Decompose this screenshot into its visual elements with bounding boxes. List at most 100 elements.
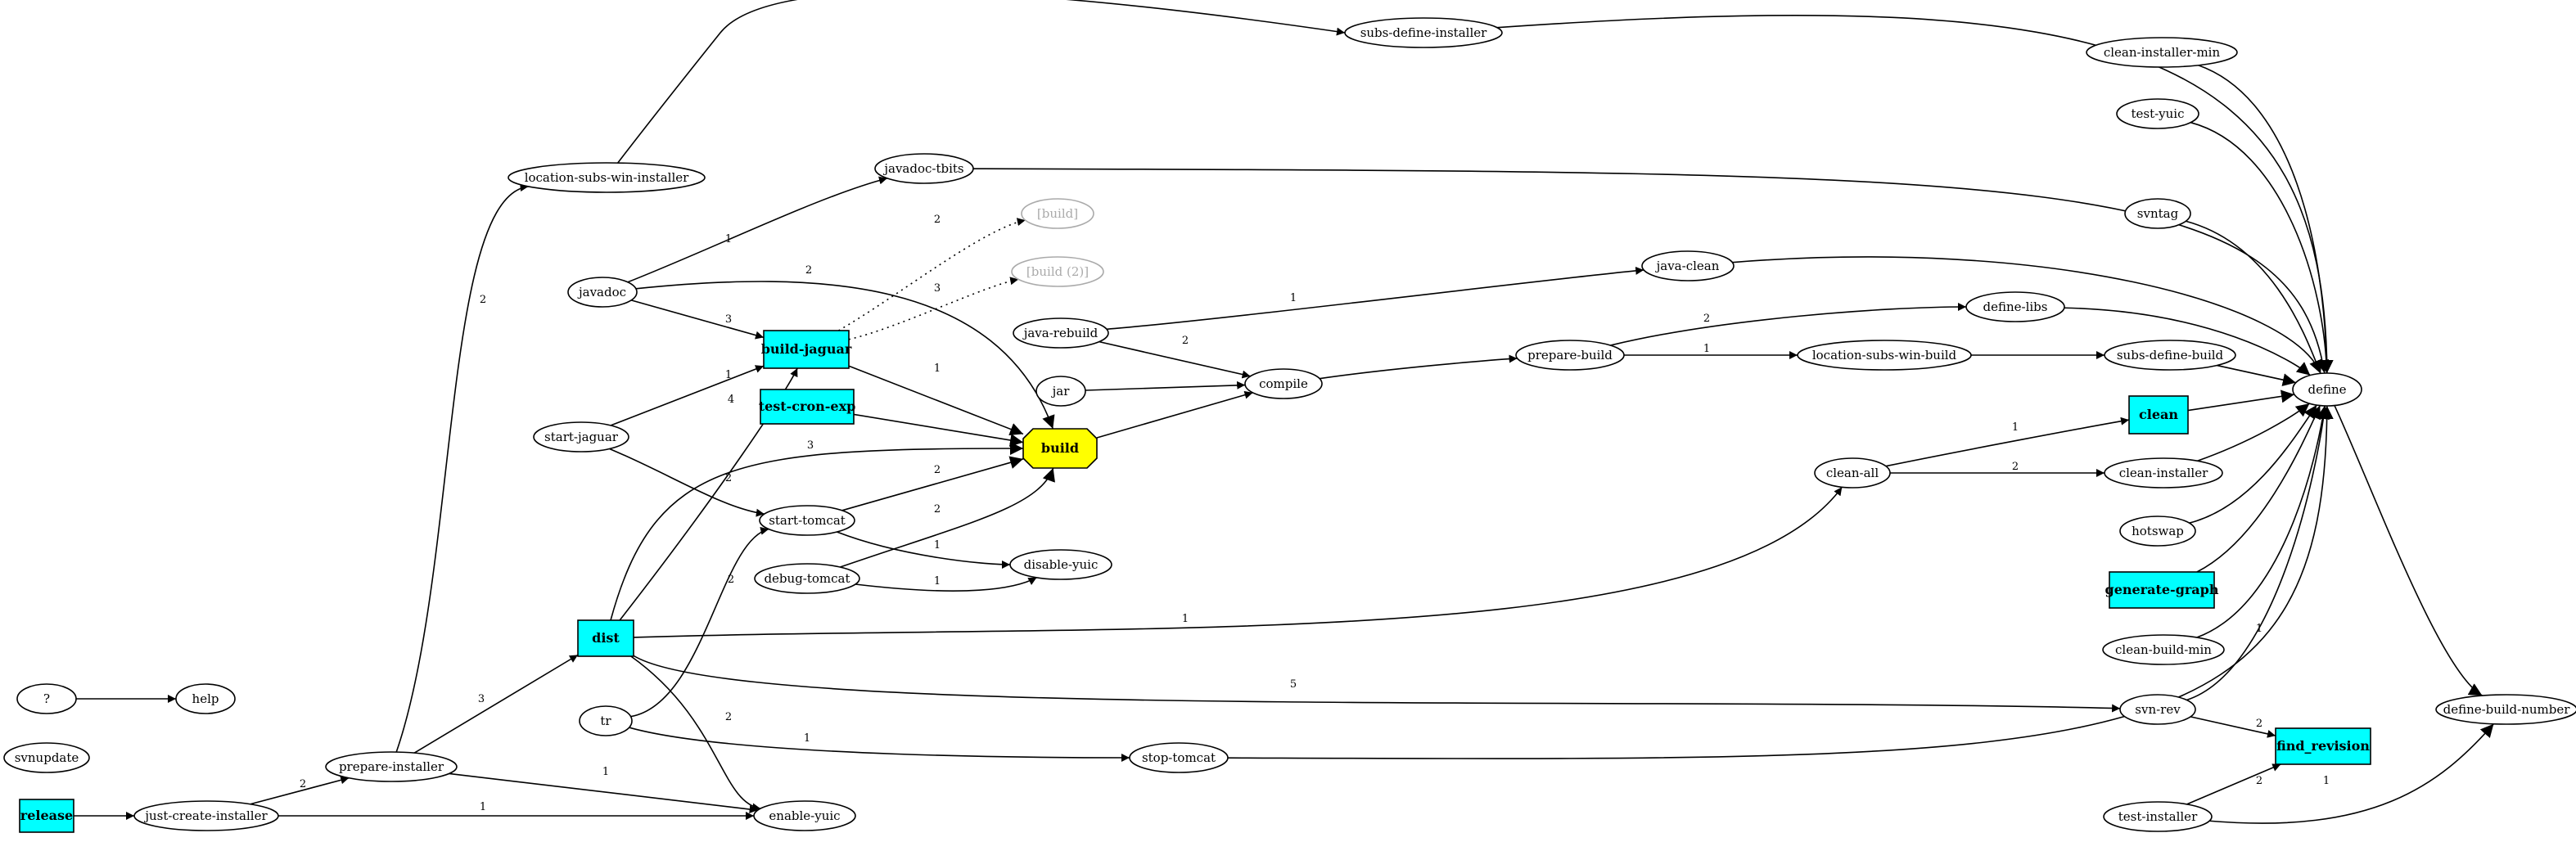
edge-debug-tomcat-to-disable-yuic [855, 577, 1037, 592]
node-label-build1: [build] [1037, 206, 1078, 221]
node-label-just-create-installer: just-create-installer [143, 808, 268, 823]
node-generate-graph: generate-graph [2105, 571, 2219, 609]
node-label-svntag: svntag [2137, 206, 2179, 221]
edge-label-debug-tomcat-to-build: 2 [934, 503, 941, 516]
node-shape-help [175, 683, 236, 714]
node-label-java-rebuild: java-rebuild [1022, 326, 1099, 340]
node-label-hotswap: hotswap [2132, 524, 2184, 538]
node-shape-start-tomcat [759, 505, 855, 536]
edge-build-to-compile [1096, 390, 1253, 439]
edge-clean-all-to-clean [1885, 416, 2130, 467]
node-shape-svntag [2124, 198, 2191, 229]
edge-label-prepare-installer-to-location-subs-win-installer: 2 [480, 294, 486, 306]
node-shape-clean-all [1814, 457, 1891, 489]
edge-clean-build-min-to-define [2196, 405, 2330, 638]
node-dist: dist [577, 619, 634, 657]
node-label-define: define [2308, 382, 2346, 397]
edge-start-tomcat-to-build [841, 456, 1024, 511]
node-shape-enable-yuic [753, 800, 856, 831]
node-subs-define-installer: subs-define-installer [1344, 17, 1503, 48]
node-shape-define-build-number [2435, 694, 2576, 725]
edge-label-dist-to-build: 3 [807, 439, 814, 452]
node-shape-test-yuic [2116, 98, 2199, 129]
node-help: help [175, 683, 236, 714]
node-label-clean-installer: clean-installer [2119, 466, 2208, 480]
node-shape-define [2292, 372, 2362, 407]
edge-label-javadoc-to-build-jaguar: 3 [725, 313, 732, 326]
node-shape-tr [579, 705, 633, 736]
node-clean-all: clean-all [1814, 457, 1891, 489]
edge-jar-to-compile [1085, 380, 1246, 391]
node-label-build2: [build (2)] [1026, 264, 1089, 279]
node-shape-location-subs-win-build [1797, 340, 1972, 371]
node-shape-prepare-build [1515, 340, 1625, 371]
node-build2: [build (2)] [1011, 256, 1104, 287]
edge-dist-to-enable-yuic [630, 655, 761, 812]
node-label-find_revision: find_revision [2276, 738, 2370, 754]
edge-define-to-define-build-number [2334, 405, 2483, 696]
edge-java-rebuild-to-compile [1099, 340, 1251, 379]
edge-start-jaguar-to-build-jaguar [610, 365, 765, 426]
edge-hotswap-to-define [2189, 404, 2317, 524]
node-define-libs: define-libs [1965, 291, 2065, 322]
node-hotswap: hotswap [2119, 516, 2196, 547]
node-release: release [19, 799, 74, 833]
node-shape-subs-define-build [2104, 340, 2236, 371]
node-java-rebuild: java-rebuild [1013, 317, 1109, 349]
edge-label-start-jaguar-to-build-jaguar: 1 [725, 369, 732, 381]
node-subs-define-build: subs-define-build [2104, 340, 2236, 371]
node-label-build-jaguar: build-jaguar [761, 341, 852, 357]
edge-prepare-installer-to-location-subs-win-installer [395, 183, 529, 753]
node-clean-build-min: clean-build-min [2102, 634, 2225, 665]
node-label-javadoc-tbits: javadoc-tbits [882, 161, 963, 176]
edge-label-start-jaguar-to-start-tomcat: 2 [725, 472, 732, 484]
edge-dist-to-build [610, 442, 1024, 621]
edge-svn-rev-to-define [2186, 405, 2330, 701]
node-label-clean: clean [2139, 407, 2178, 422]
node-jar: jar [1035, 376, 1086, 407]
node-shape-hotswap [2119, 516, 2196, 547]
node-q: ? [16, 683, 77, 714]
edge-label-start-tomcat-to-disable-yuic: 1 [934, 539, 941, 552]
node-label-java-clean: java-clean [1655, 259, 1720, 273]
node-label-disable-yuic: disable-yuic [1024, 557, 1099, 572]
edge-dist-to-build-jaguar [619, 367, 798, 621]
node-shape-subs-define-installer [1344, 17, 1503, 48]
node-label-jar: jar [1051, 384, 1071, 398]
edge-subs-define-installer-to-define [1496, 14, 2334, 374]
node-test-yuic: test-yuic [2116, 98, 2199, 129]
node-shape-build2 [1011, 256, 1104, 287]
node-label-svn-rev: svn-rev [2135, 702, 2181, 717]
node-shape-clean-build-min [2102, 634, 2225, 665]
node-shape-generate-graph [2109, 571, 2215, 609]
edge-label-build-jaguar-to-build1: 2 [934, 214, 941, 226]
node-label-prepare-build: prepare-build [1527, 348, 1613, 362]
node-build: build [1022, 428, 1098, 469]
edge-label-build-jaguar-to-build2: 3 [934, 282, 941, 295]
node-debug-tomcat: debug-tomcat [754, 563, 860, 594]
node-label-start-jaguar: start-jaguar [544, 430, 619, 444]
node-just-create-installer: just-create-installer [133, 800, 279, 831]
node-shape-clean-installer-min [2086, 37, 2238, 68]
edge-label-prepare-installer-to-enable-yuic: 1 [602, 766, 609, 778]
node-shape-start-jaguar [533, 421, 629, 453]
edge-label-build-jaguar-to-build: 1 [934, 362, 941, 375]
edge-label-javadoc-to-javadoc-tbits: 1 [725, 233, 732, 245]
edge-label-clean-all-to-clean: 1 [2012, 421, 2019, 434]
edge-label-just-create-installer-to-enable-yuic: 1 [480, 801, 486, 813]
edge-test-cron-exp-to-build [853, 413, 1024, 447]
node-label-subs-define-installer: subs-define-installer [1360, 25, 1487, 40]
node-label-define-build-number: define-build-number [2443, 702, 2571, 717]
node-stop-tomcat: stop-tomcat [1129, 742, 1229, 773]
node-shape-javadoc [567, 277, 638, 308]
edge-label-java-rebuild-to-compile: 2 [1182, 335, 1189, 347]
edge-label-debug-tomcat-to-disable-yuic: 1 [934, 575, 941, 588]
edge-compile-to-prepare-build [1319, 354, 1518, 380]
node-shape-just-create-installer [133, 800, 279, 831]
node-shape-prepare-installer [325, 751, 458, 782]
node-label-location-subs-win-build: location-subs-win-build [1812, 348, 1957, 362]
edge-javadoc-tbits-to-define [972, 168, 2330, 374]
edge-label-start-tomcat-to-build: 2 [934, 464, 941, 476]
node-define-build-number: define-build-number [2435, 694, 2576, 725]
node-label-generate-graph: generate-graph [2105, 582, 2219, 597]
